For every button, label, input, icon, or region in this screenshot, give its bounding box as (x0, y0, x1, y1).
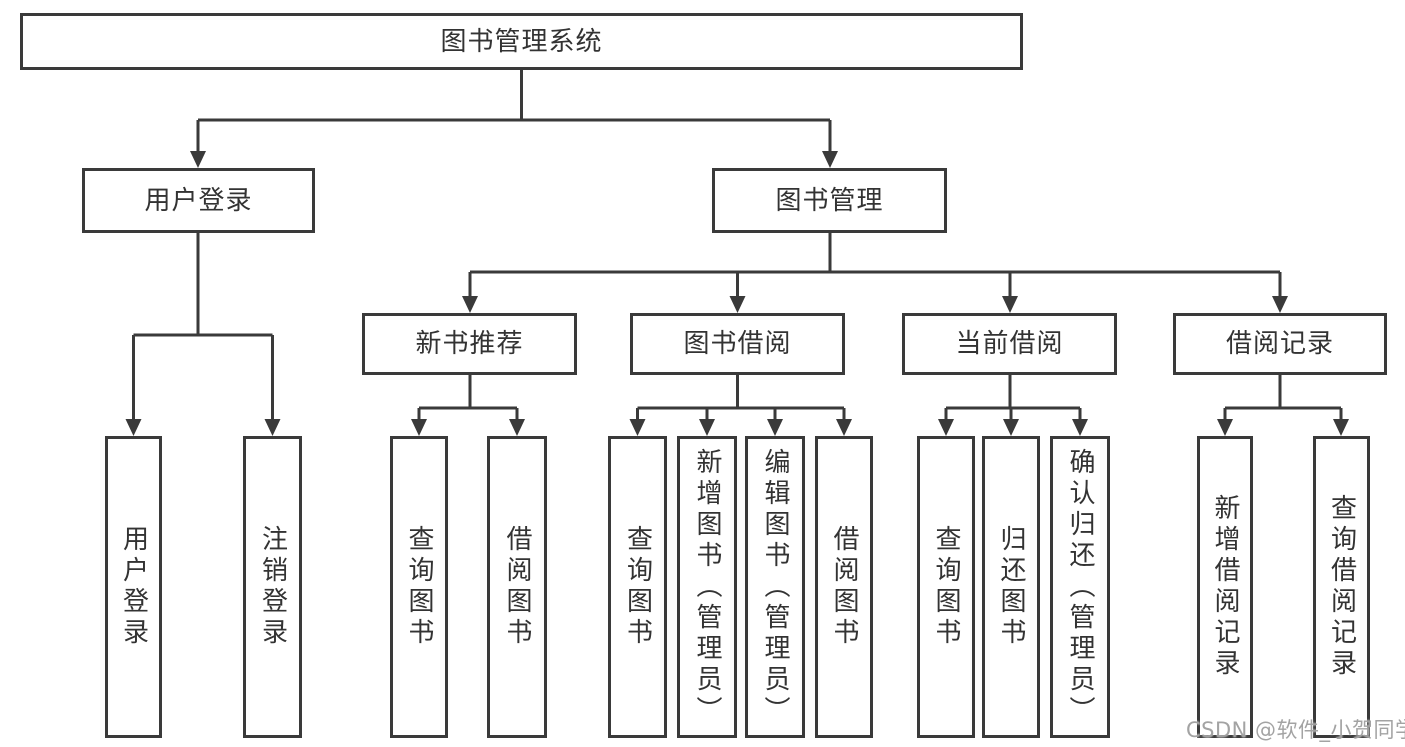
leaf-br-query-record: 查询借阅记录 (1313, 436, 1370, 738)
leaf-br-add-record: 新增借阅记录 (1197, 436, 1253, 738)
watermark: CSDN @软件_小贺同学 (1186, 718, 1405, 742)
leaf-nb-query-books: 查询图书 (390, 436, 448, 738)
leaf-bb-query-books: 查询图书 (608, 436, 667, 738)
leaf-logout: 注销登录 (243, 436, 302, 738)
leaf-cb-query-books: 查询图书 (917, 436, 975, 738)
leaf-bb-add-books-admin: 新增图书（管理员） (677, 436, 737, 738)
node-book-management: 图书管理 (712, 168, 947, 233)
leaf-cb-return-books: 归还图书 (982, 436, 1040, 738)
node-borrow-records: 借阅记录 (1173, 313, 1387, 375)
leaf-cb-confirm-return-admin: 确认归还（管理员） (1050, 436, 1110, 738)
leaf-bb-borrow-books: 借阅图书 (815, 436, 873, 738)
tree-edges (132, 70, 1343, 421)
node-new-book-recommend: 新书推荐 (362, 313, 577, 375)
node-user-login: 用户登录 (82, 168, 315, 233)
leaf-nb-borrow-books: 借阅图书 (487, 436, 547, 738)
leaf-bb-edit-books-admin: 编辑图书（管理员） (745, 436, 805, 738)
node-current-borrow: 当前借阅 (902, 313, 1117, 375)
node-root: 图书管理系统 (20, 13, 1023, 70)
node-book-borrow: 图书借阅 (630, 313, 845, 375)
leaf-user-login: 用户登录 (105, 436, 162, 738)
